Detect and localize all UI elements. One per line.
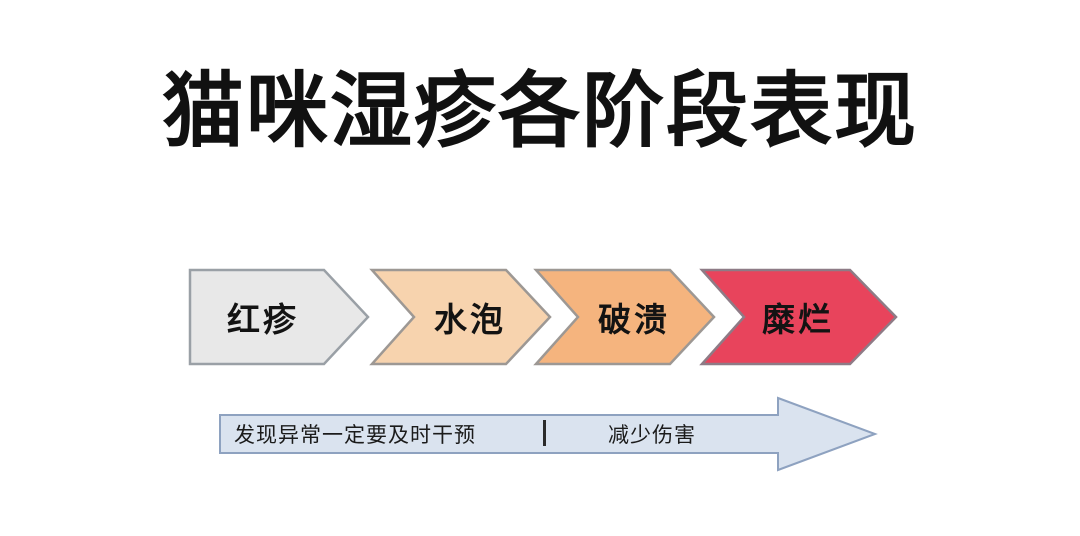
stage-chevron-3[interactable] [533, 268, 716, 366]
timeline-arrow-right-text: 减少伤害 [608, 423, 696, 447]
stage-chevron-4[interactable] [699, 268, 898, 366]
timeline-arrow-divider [543, 420, 546, 446]
timeline-arrow: 发现异常一定要及时干预 减少伤害 [218, 396, 878, 472]
stage-chevron-row: 红疹 水泡 破溃 糜烂 [0, 268, 1080, 368]
stage-chevron-2[interactable] [369, 268, 552, 366]
page-title: 猫咪湿疹各阶段表现 [161, 64, 918, 159]
stage-chevron-1[interactable] [188, 268, 370, 366]
timeline-arrow-left-text: 发现异常一定要及时干预 [234, 423, 476, 447]
